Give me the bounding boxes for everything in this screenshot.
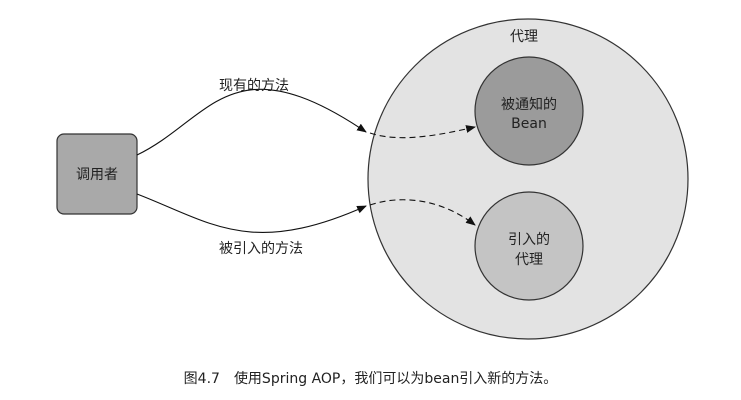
existing-method-label: 现有的方法 [219, 78, 289, 94]
existing-method-arrow [136, 88, 367, 156]
caller-label: 调用者 [76, 167, 118, 183]
proxy-circle [367, 18, 689, 340]
figure-caption: 图4.7 使用Spring AOP，我们可以为bean引入新的方法。 [0, 368, 741, 388]
proxy-introduction-diagram: 代理 被通知的 Bean 引入的 代理 调用者 现有的方法 被引入的方法 [56, 18, 689, 340]
existing-method-dashed-arrow [369, 125, 476, 139]
introduced-method-arrow [136, 193, 367, 233]
introduction-proxy-label-line2: 代理 [515, 252, 543, 268]
advised-bean-circle [474, 56, 584, 166]
figure-number: 图4.7 [183, 371, 220, 387]
figure-caption-text: 使用Spring AOP，我们可以为bean引入新的方法。 [233, 371, 558, 387]
introduction-proxy-circle [474, 191, 584, 301]
proxy-label: 代理 [510, 29, 538, 45]
introduction-proxy-label-line1: 引入的 [508, 232, 550, 248]
caller-box [56, 133, 138, 215]
introduced-method-dashed-arrow [369, 199, 476, 226]
advised-bean-label-line2: Bean [511, 116, 547, 132]
advised-bean-label-line1: 被通知的 [501, 96, 557, 113]
introduced-method-label: 被引入的方法 [219, 241, 303, 257]
